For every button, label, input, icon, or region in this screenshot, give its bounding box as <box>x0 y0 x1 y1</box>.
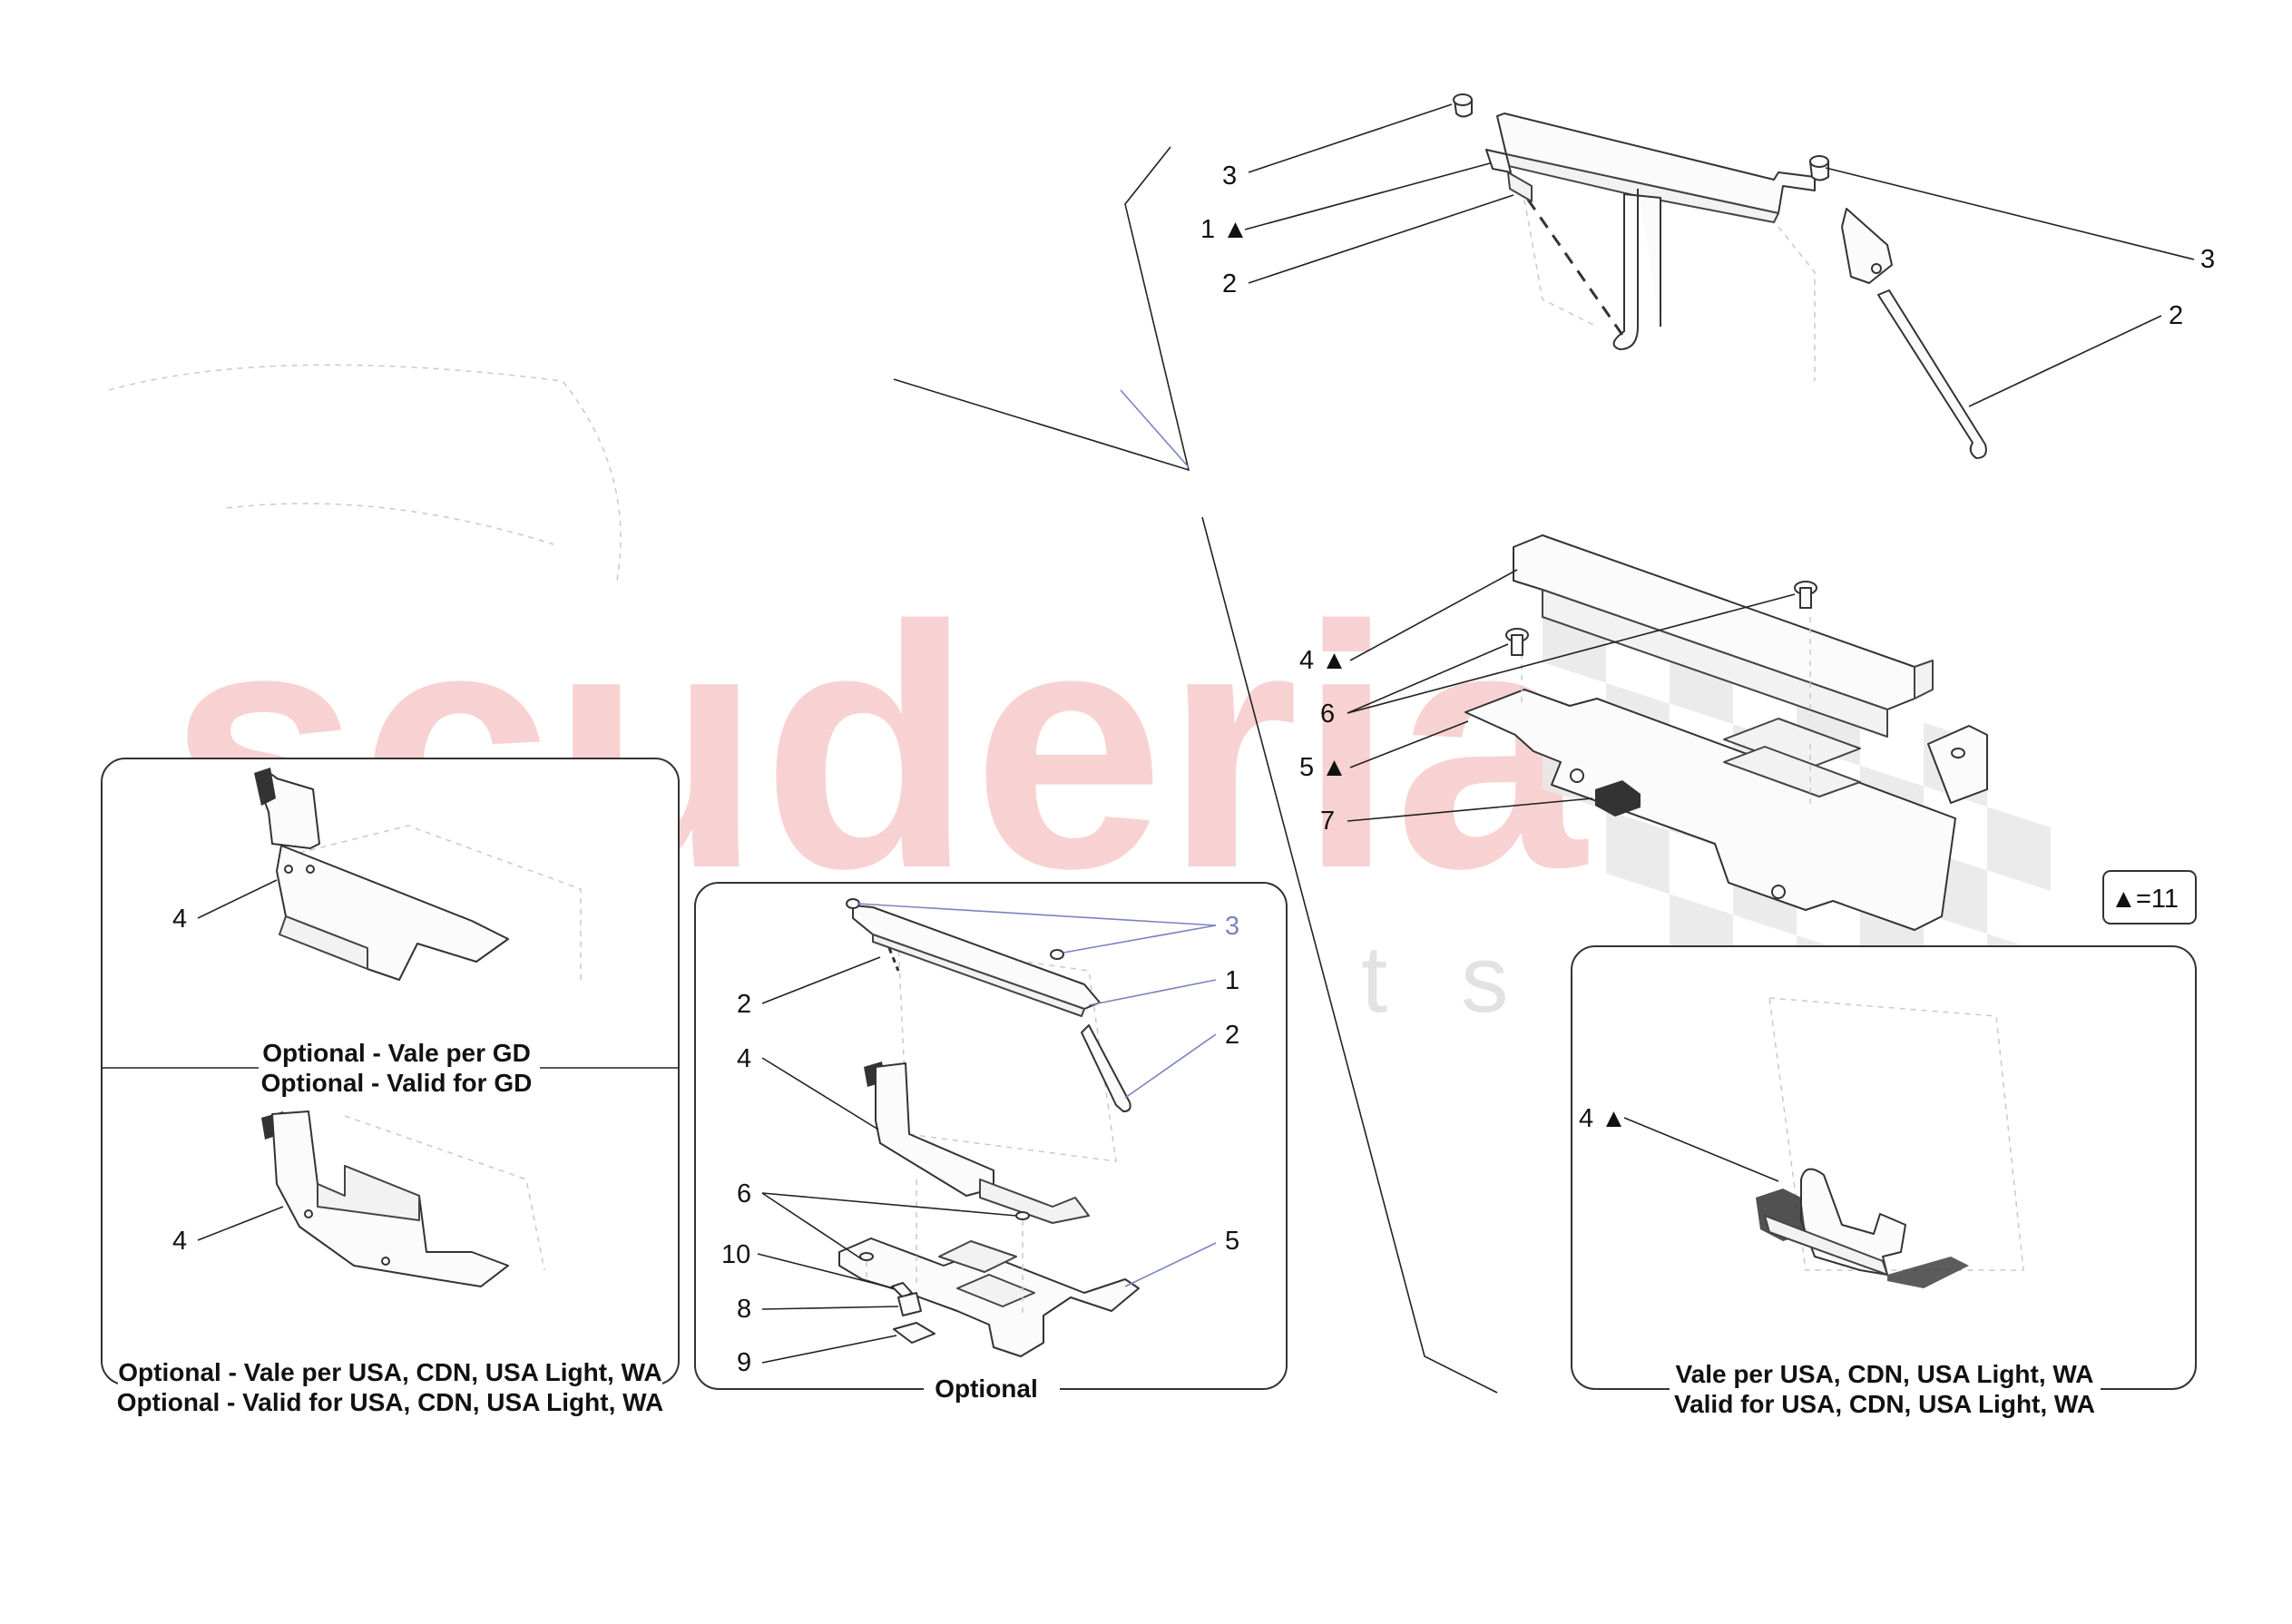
flange-nut-icon <box>846 898 860 909</box>
view-divider-lines <box>893 146 1498 1394</box>
callout-10-center: 10 <box>721 1240 750 1269</box>
callout-5: 5 ▲ <box>1299 753 1347 782</box>
battery-bracket-usa <box>261 1110 545 1287</box>
leader-lines-center <box>757 903 1217 1364</box>
battery-tray-assembly <box>1464 534 1988 931</box>
flange-nut-icon <box>1050 949 1064 960</box>
callout-2-center-left: 2 <box>737 990 751 1019</box>
callout-4-right: 4 ▲ <box>1579 1104 1627 1133</box>
right-variant-box <box>1571 945 2197 1390</box>
ghost-battery-outline <box>108 364 622 582</box>
flange-nut-icon <box>1453 93 1473 118</box>
callout-2-right: 2 <box>2169 301 2183 330</box>
callout-3-right: 3 <box>2200 245 2215 274</box>
flange-nut-icon <box>1809 155 1829 181</box>
leader-line <box>197 879 278 919</box>
callout-6-center: 6 <box>737 1179 751 1208</box>
caption-left-lower-en: Optional - Valid for USA, CDN, USA Light… <box>117 1388 664 1416</box>
flange-bolt-icon <box>1794 581 1817 609</box>
tie-rod-right <box>1877 289 1987 459</box>
flange-bolt-icon <box>1505 628 1529 656</box>
callout-2-center-right: 2 <box>1225 1021 1239 1050</box>
caption-right-en: Valid for USA, CDN, USA Light, WA <box>1674 1390 2095 1418</box>
callout-7: 7 <box>1320 807 1335 836</box>
bushing-icon <box>897 1292 922 1316</box>
callout-8-center: 8 <box>737 1295 751 1324</box>
caption-left-upper-en: Optional - Valid for GD <box>261 1069 533 1097</box>
caption-right-it: Vale per USA, CDN, USA Light, WA <box>1675 1360 2093 1388</box>
center-optional-box <box>694 882 1288 1390</box>
top-battery-bracket-assembly <box>1453 93 1987 459</box>
clip-nut-icon <box>1595 780 1641 817</box>
callout-1: 1 ▲ <box>1200 215 1249 244</box>
watermark-letter: t <box>1361 926 1387 1032</box>
bracket-right-tab <box>1841 208 1893 284</box>
washer-plate-icon <box>893 1322 935 1344</box>
callout-4-center: 4 <box>737 1044 751 1073</box>
callout-4-left-lower: 4 <box>172 1227 187 1256</box>
callout-9-center: 9 <box>737 1348 751 1377</box>
caption-left-lower-it: Optional - Vale per USA, CDN, USA Light,… <box>118 1358 661 1386</box>
battery-bracket-gd <box>254 768 582 981</box>
leader-lines-top <box>1244 103 2195 407</box>
flange-bolt-icon <box>1015 1211 1030 1220</box>
tie-rod-left <box>1513 181 1626 338</box>
leader-line <box>1623 1117 1779 1182</box>
callout-4-left-upper: 4 <box>172 905 187 934</box>
battery-tray-plate <box>1464 689 1956 931</box>
legend-text: =11 <box>2136 885 2179 914</box>
callout-2: 2 <box>1222 269 1237 298</box>
leader-line <box>197 1206 284 1241</box>
leader-lines-mid <box>1347 569 1796 822</box>
caption-center: Optional <box>935 1375 1038 1403</box>
callout-3-center: 3 <box>1225 912 1239 941</box>
callout-4: 4 ▲ <box>1299 646 1347 675</box>
legend-marker: ▲ <box>2111 885 2137 914</box>
tray-hold-bracket <box>1513 534 1915 710</box>
caption-left-upper-it: Optional - Vale per GD <box>262 1039 531 1067</box>
center-bracket <box>852 905 1101 1010</box>
screw-icon <box>891 1282 913 1298</box>
callout-5-center: 5 <box>1225 1227 1239 1256</box>
watermark-letter: s <box>1461 926 1509 1032</box>
callout-3: 3 <box>1222 161 1237 191</box>
legend-box: ▲ =11 <box>2102 870 2197 925</box>
bracket-hook <box>1612 189 1661 350</box>
flange-bolt-icon <box>859 1252 874 1261</box>
callout-6: 6 <box>1320 699 1335 729</box>
callout-1-center: 1 <box>1225 966 1239 995</box>
